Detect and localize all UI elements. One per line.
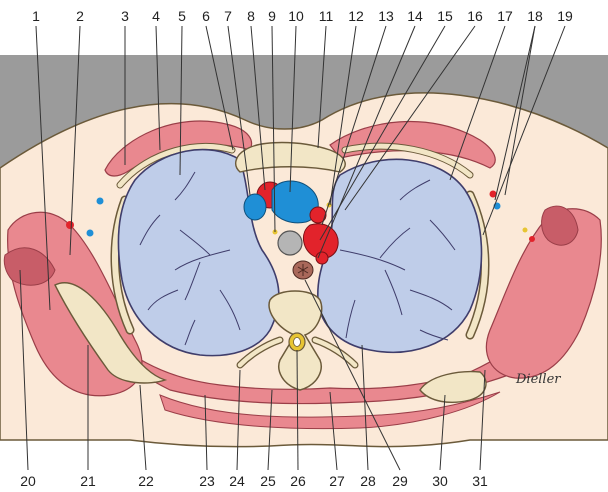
label-9: 9 xyxy=(268,8,276,24)
label-15: 15 xyxy=(437,8,453,24)
right-nerve-dot xyxy=(522,227,528,233)
vertebral-transverse-left-fill xyxy=(237,337,283,368)
label-29: 29 xyxy=(392,473,408,489)
right-axillary-artery xyxy=(489,190,497,198)
left-axillary-vein xyxy=(86,229,94,237)
bronchial-tree-right xyxy=(339,179,456,341)
right-scapula xyxy=(419,370,487,403)
label-4: 4 xyxy=(152,8,160,24)
label-18: 18 xyxy=(527,8,543,24)
right-thoracic-artery xyxy=(529,236,535,242)
label-8: 8 xyxy=(247,8,255,24)
right-axilla-muscle xyxy=(541,205,579,246)
vertebral-transverse-right-fill xyxy=(312,337,358,368)
label-5: 5 xyxy=(178,8,186,24)
spinal-cord-core xyxy=(293,337,301,347)
label-26: 26 xyxy=(290,473,306,489)
label-3: 3 xyxy=(121,8,129,24)
bronchial-tree-left xyxy=(139,171,241,346)
artist-signature: Dieller xyxy=(515,372,561,387)
label-6: 6 xyxy=(202,8,210,24)
label-17: 17 xyxy=(497,8,513,24)
label-27: 27 xyxy=(329,473,345,489)
label-19: 19 xyxy=(557,8,573,24)
label-28: 28 xyxy=(360,473,376,489)
left-rib-anterior-fill xyxy=(117,143,235,188)
labels-top: 1 2 3 4 5 6 7 8 9 10 11 12 13 14 15 16 1… xyxy=(32,8,573,24)
label-12: 12 xyxy=(348,8,364,24)
back-muscle-bottom xyxy=(159,391,501,430)
left-axilla-muscle xyxy=(3,247,56,286)
left-scapula xyxy=(54,282,168,384)
label-22: 22 xyxy=(138,473,154,489)
label-13: 13 xyxy=(378,8,394,24)
left-cephalic-vein xyxy=(96,197,104,205)
label-11: 11 xyxy=(319,8,334,24)
label-20: 20 xyxy=(20,473,36,489)
trachea-icon xyxy=(277,230,303,256)
label-21: 21 xyxy=(80,473,96,489)
left-axillary-artery xyxy=(66,221,74,229)
leader-lines-bottom xyxy=(19,269,486,471)
label-14: 14 xyxy=(407,8,423,24)
label-10: 10 xyxy=(288,8,304,24)
labels-bottom: 20 21 22 23 24 25 26 27 28 29 30 31 xyxy=(20,473,488,489)
label-2: 2 xyxy=(76,8,84,24)
left-subclavian-artery xyxy=(315,251,329,265)
label-30: 30 xyxy=(432,473,448,489)
label-24: 24 xyxy=(229,473,245,489)
right-rib-lateral-fill xyxy=(467,192,488,338)
leader-lines-top xyxy=(35,25,566,311)
label-16: 16 xyxy=(467,8,483,24)
left-common-carotid xyxy=(309,206,327,224)
label-31: 31 xyxy=(472,473,488,489)
label-23: 23 xyxy=(199,473,215,489)
label-25: 25 xyxy=(260,473,276,489)
right-rib-anterior-fill xyxy=(342,143,473,178)
right-lung xyxy=(317,158,483,354)
esophagus-lumen xyxy=(297,264,309,276)
superior-vena-cava xyxy=(243,193,267,221)
label-1: 1 xyxy=(32,8,40,24)
label-7: 7 xyxy=(224,8,232,24)
